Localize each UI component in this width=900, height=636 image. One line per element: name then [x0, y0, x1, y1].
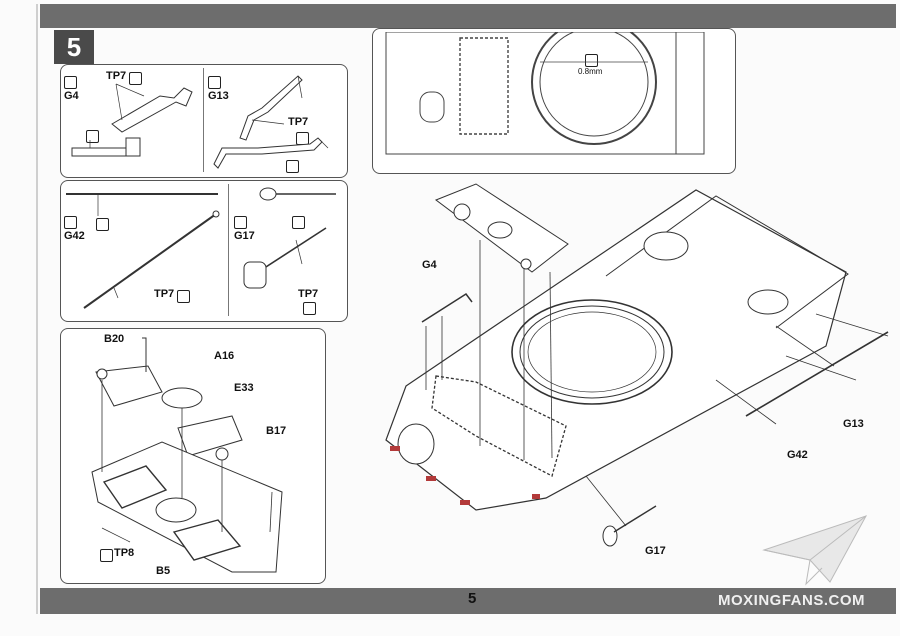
hand-press-icon [286, 158, 299, 176]
g42-callout: G42 [787, 449, 808, 461]
panel-divider [203, 68, 204, 172]
drill-icon [585, 52, 598, 70]
panel-divider [228, 184, 229, 316]
e33-label: E33 [234, 382, 254, 394]
cement-bottle-icon [234, 214, 247, 232]
g17-callout: G17 [645, 545, 666, 557]
hand-press-icon [292, 214, 305, 232]
glue-heart-icon [177, 288, 190, 306]
g17-label: G17 [234, 230, 255, 242]
hull-drawing [356, 176, 896, 580]
glue-heart-icon [303, 300, 316, 318]
hatch-glue-label: TP8 [114, 547, 135, 559]
brand-watermark: MOXINGFANS.COM [718, 592, 866, 609]
hatch-part-drawing [62, 332, 322, 580]
b17-label: B17 [266, 425, 287, 437]
g4-callout: G4 [422, 259, 437, 271]
g4-glue-label: TP7 [106, 70, 127, 82]
g42-part-drawing [62, 184, 226, 318]
g13-label: G13 [208, 90, 229, 102]
detail-panel [372, 28, 736, 174]
cement-bottle-icon [64, 74, 77, 92]
hand-press-icon [96, 216, 109, 234]
panel-g42-g17 [60, 180, 348, 322]
page-number: 5 [468, 590, 477, 607]
glue-heart-icon [100, 547, 113, 565]
step-number: 5 [54, 30, 94, 64]
g42-label: G42 [64, 230, 85, 242]
detail-drawing [376, 32, 730, 168]
g13-callout: G13 [843, 418, 864, 430]
page-spine [36, 4, 38, 614]
b20-label: B20 [104, 333, 125, 345]
hand-press-icon [86, 128, 99, 146]
b5-label: B5 [156, 565, 171, 577]
g13-glue-label: TP7 [288, 116, 309, 128]
cement-bottle-icon [208, 74, 221, 92]
g4-label: G4 [64, 90, 79, 102]
panel-g4-g13 [60, 64, 348, 178]
glue-heart-icon [129, 70, 142, 88]
cement-bottle-icon [64, 214, 77, 232]
top-bar [40, 4, 896, 28]
paper-plane-logo [760, 512, 870, 586]
g17-part-drawing [232, 184, 344, 318]
drill-dimension: 0.8mm [578, 67, 603, 76]
g17-glue-label: TP7 [298, 288, 319, 300]
a16-label: A16 [214, 350, 235, 362]
g13-part-drawing [210, 68, 344, 172]
footer-bar [40, 588, 896, 614]
g4-part-drawing [64, 76, 200, 172]
g42-glue-label: TP7 [154, 288, 175, 300]
